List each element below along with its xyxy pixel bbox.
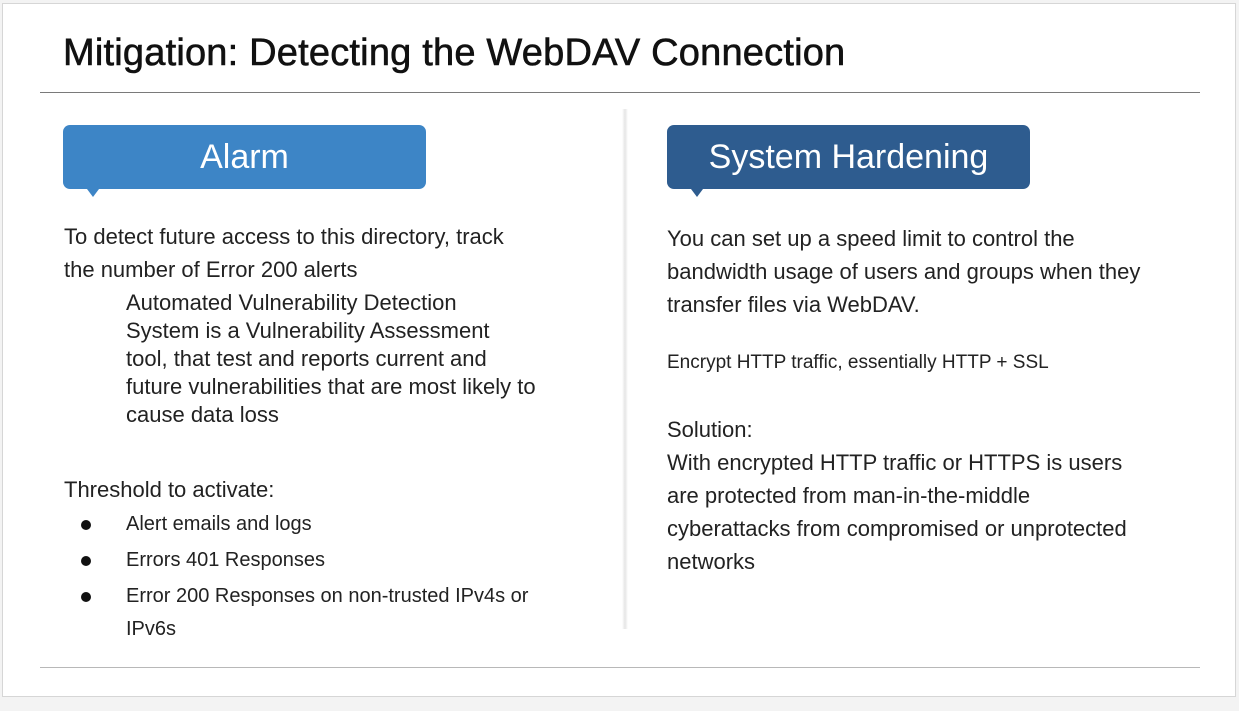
title-divider xyxy=(40,92,1200,93)
list-item-text: Error 200 Responses on non-trusted IPv4s… xyxy=(126,585,529,640)
slide-title: Mitigation: Detecting the WebDAV Connect… xyxy=(63,32,846,75)
column-divider xyxy=(622,109,628,629)
alarm-heading: Alarm xyxy=(200,138,289,176)
hardening-heading: System Hardening xyxy=(708,138,989,176)
bullet-icon xyxy=(81,556,91,566)
alarm-indent-text: Automated Vulnerability Detection System… xyxy=(126,290,536,427)
alarm-intro: To detect future access to this director… xyxy=(64,224,504,282)
threshold-label: Threshold to activate: xyxy=(64,477,275,502)
bullet-icon xyxy=(81,520,91,530)
list-item: Alert emails and logs xyxy=(64,508,544,541)
footer-divider xyxy=(40,667,1200,668)
threshold-list: Alert emails and logs Errors 401 Respons… xyxy=(64,508,544,649)
solution-block: Solution: With encrypted HTTP traffic or… xyxy=(667,413,1147,578)
list-item: Error 200 Responses on non-trusted IPv4s… xyxy=(64,580,544,646)
encrypt-note: Encrypt HTTP traffic, essentially HTTP +… xyxy=(667,352,1049,373)
hardening-callout: System Hardening xyxy=(667,125,1030,197)
hardening-paragraph: You can set up a speed limit to control … xyxy=(667,226,1141,317)
list-item-text: Alert emails and logs xyxy=(126,513,312,535)
slide: Mitigation: Detecting the WebDAV Connect… xyxy=(2,3,1236,697)
list-item: Errors 401 Responses xyxy=(64,544,544,577)
alarm-callout: Alarm xyxy=(63,125,426,197)
solution-label: Solution: xyxy=(667,417,753,442)
list-item-text: Errors 401 Responses xyxy=(126,549,325,571)
bullet-icon xyxy=(81,592,91,602)
solution-text: With encrypted HTTP traffic or HTTPS is … xyxy=(667,450,1127,574)
